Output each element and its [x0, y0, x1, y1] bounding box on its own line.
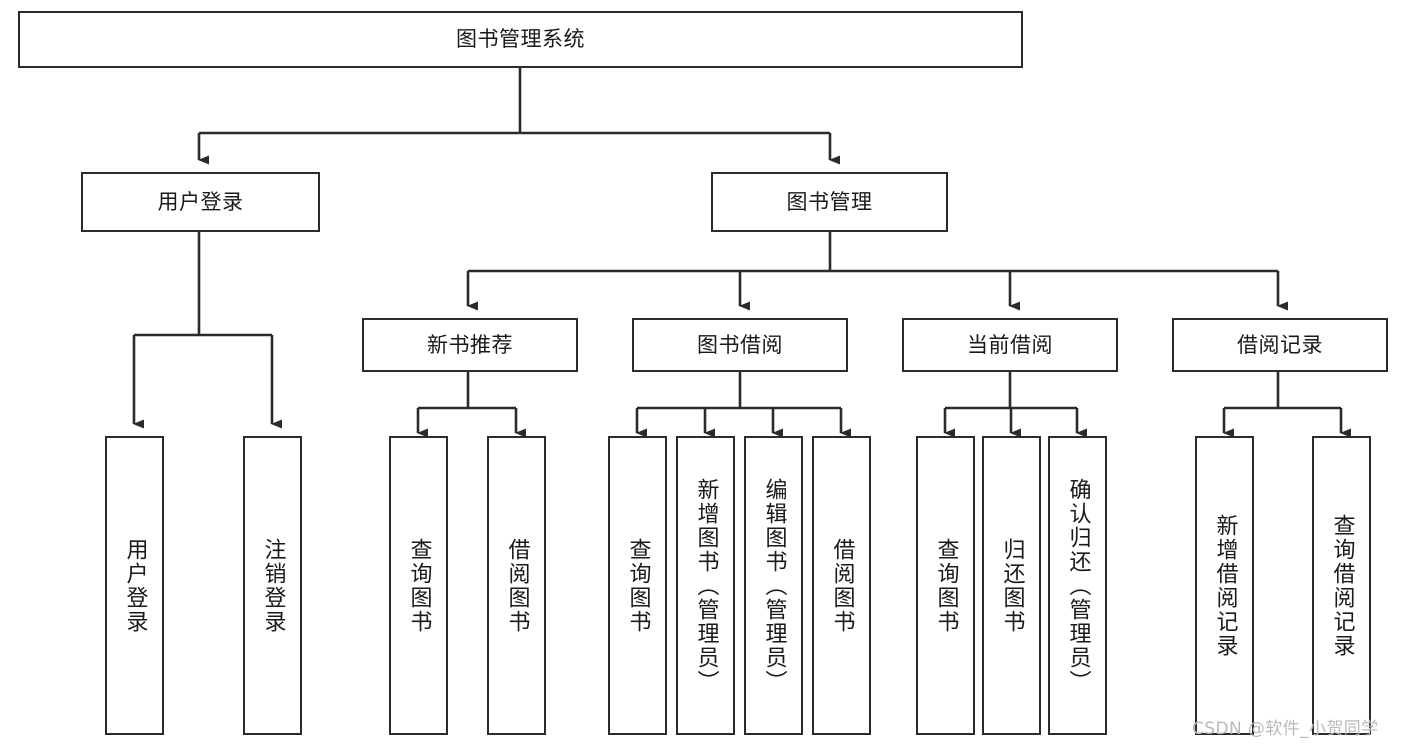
node-borrow-record-label: 借阅记录: [1237, 332, 1323, 357]
node-leaf-return-book[interactable]: 归还图书: [982, 436, 1041, 735]
node-leaf-user-login-label: 用户登录: [122, 537, 148, 634]
node-leaf-borrow-book-1[interactable]: 借阅图书: [487, 436, 546, 735]
node-leaf-edit-book[interactable]: 编辑图书（管理员）: [744, 436, 803, 735]
node-root[interactable]: 图书管理系统: [18, 11, 1023, 68]
node-leaf-confirm-return-label: 确认归还（管理员）: [1065, 477, 1091, 694]
node-book-borrow-label: 图书借阅: [697, 332, 783, 357]
node-book-borrow[interactable]: 图书借阅: [632, 318, 848, 372]
node-leaf-logout-login[interactable]: 注销登录: [243, 436, 302, 735]
node-leaf-query-book-2[interactable]: 查询图书: [608, 436, 667, 735]
node-leaf-return-book-label: 归还图书: [999, 537, 1025, 634]
node-leaf-add-record[interactable]: 新增借阅记录: [1195, 436, 1254, 735]
node-user-login[interactable]: 用户登录: [81, 172, 320, 232]
node-leaf-query-record-label: 查询借阅记录: [1329, 513, 1355, 658]
node-new-book-recommend-label: 新书推荐: [427, 332, 513, 357]
node-root-label: 图书管理系统: [456, 27, 585, 52]
node-book-manage[interactable]: 图书管理: [711, 172, 948, 232]
node-leaf-confirm-return[interactable]: 确认归还（管理员）: [1048, 436, 1107, 735]
node-leaf-query-book-1[interactable]: 查询图书: [389, 436, 448, 735]
node-leaf-user-login[interactable]: 用户登录: [105, 436, 164, 735]
node-leaf-add-book[interactable]: 新增图书（管理员）: [676, 436, 735, 735]
node-leaf-query-book-3[interactable]: 查询图书: [916, 436, 975, 735]
node-current-borrow-label: 当前借阅: [967, 332, 1053, 357]
node-leaf-query-book-1-label: 查询图书: [406, 537, 432, 634]
node-leaf-edit-book-label: 编辑图书（管理员）: [761, 477, 787, 694]
node-user-login-label: 用户登录: [157, 189, 244, 214]
node-book-manage-label: 图书管理: [786, 189, 873, 214]
node-leaf-query-book-2-label: 查询图书: [625, 537, 651, 634]
node-leaf-borrow-book-2-label: 借阅图书: [829, 537, 855, 634]
node-leaf-add-record-label: 新增借阅记录: [1212, 513, 1238, 658]
node-leaf-borrow-book-1-label: 借阅图书: [504, 537, 530, 634]
node-borrow-record[interactable]: 借阅记录: [1172, 318, 1388, 372]
node-leaf-query-book-3-label: 查询图书: [933, 537, 959, 634]
node-new-book-recommend[interactable]: 新书推荐: [362, 318, 578, 372]
node-leaf-query-record[interactable]: 查询借阅记录: [1312, 436, 1371, 735]
node-leaf-logout-login-label: 注销登录: [260, 537, 286, 634]
csdn-watermark: CSDN @软件_小贺同学: [1192, 719, 1379, 739]
node-leaf-borrow-book-2[interactable]: 借阅图书: [812, 436, 871, 735]
node-current-borrow[interactable]: 当前借阅: [902, 318, 1118, 372]
node-leaf-add-book-label: 新增图书（管理员）: [693, 477, 719, 694]
